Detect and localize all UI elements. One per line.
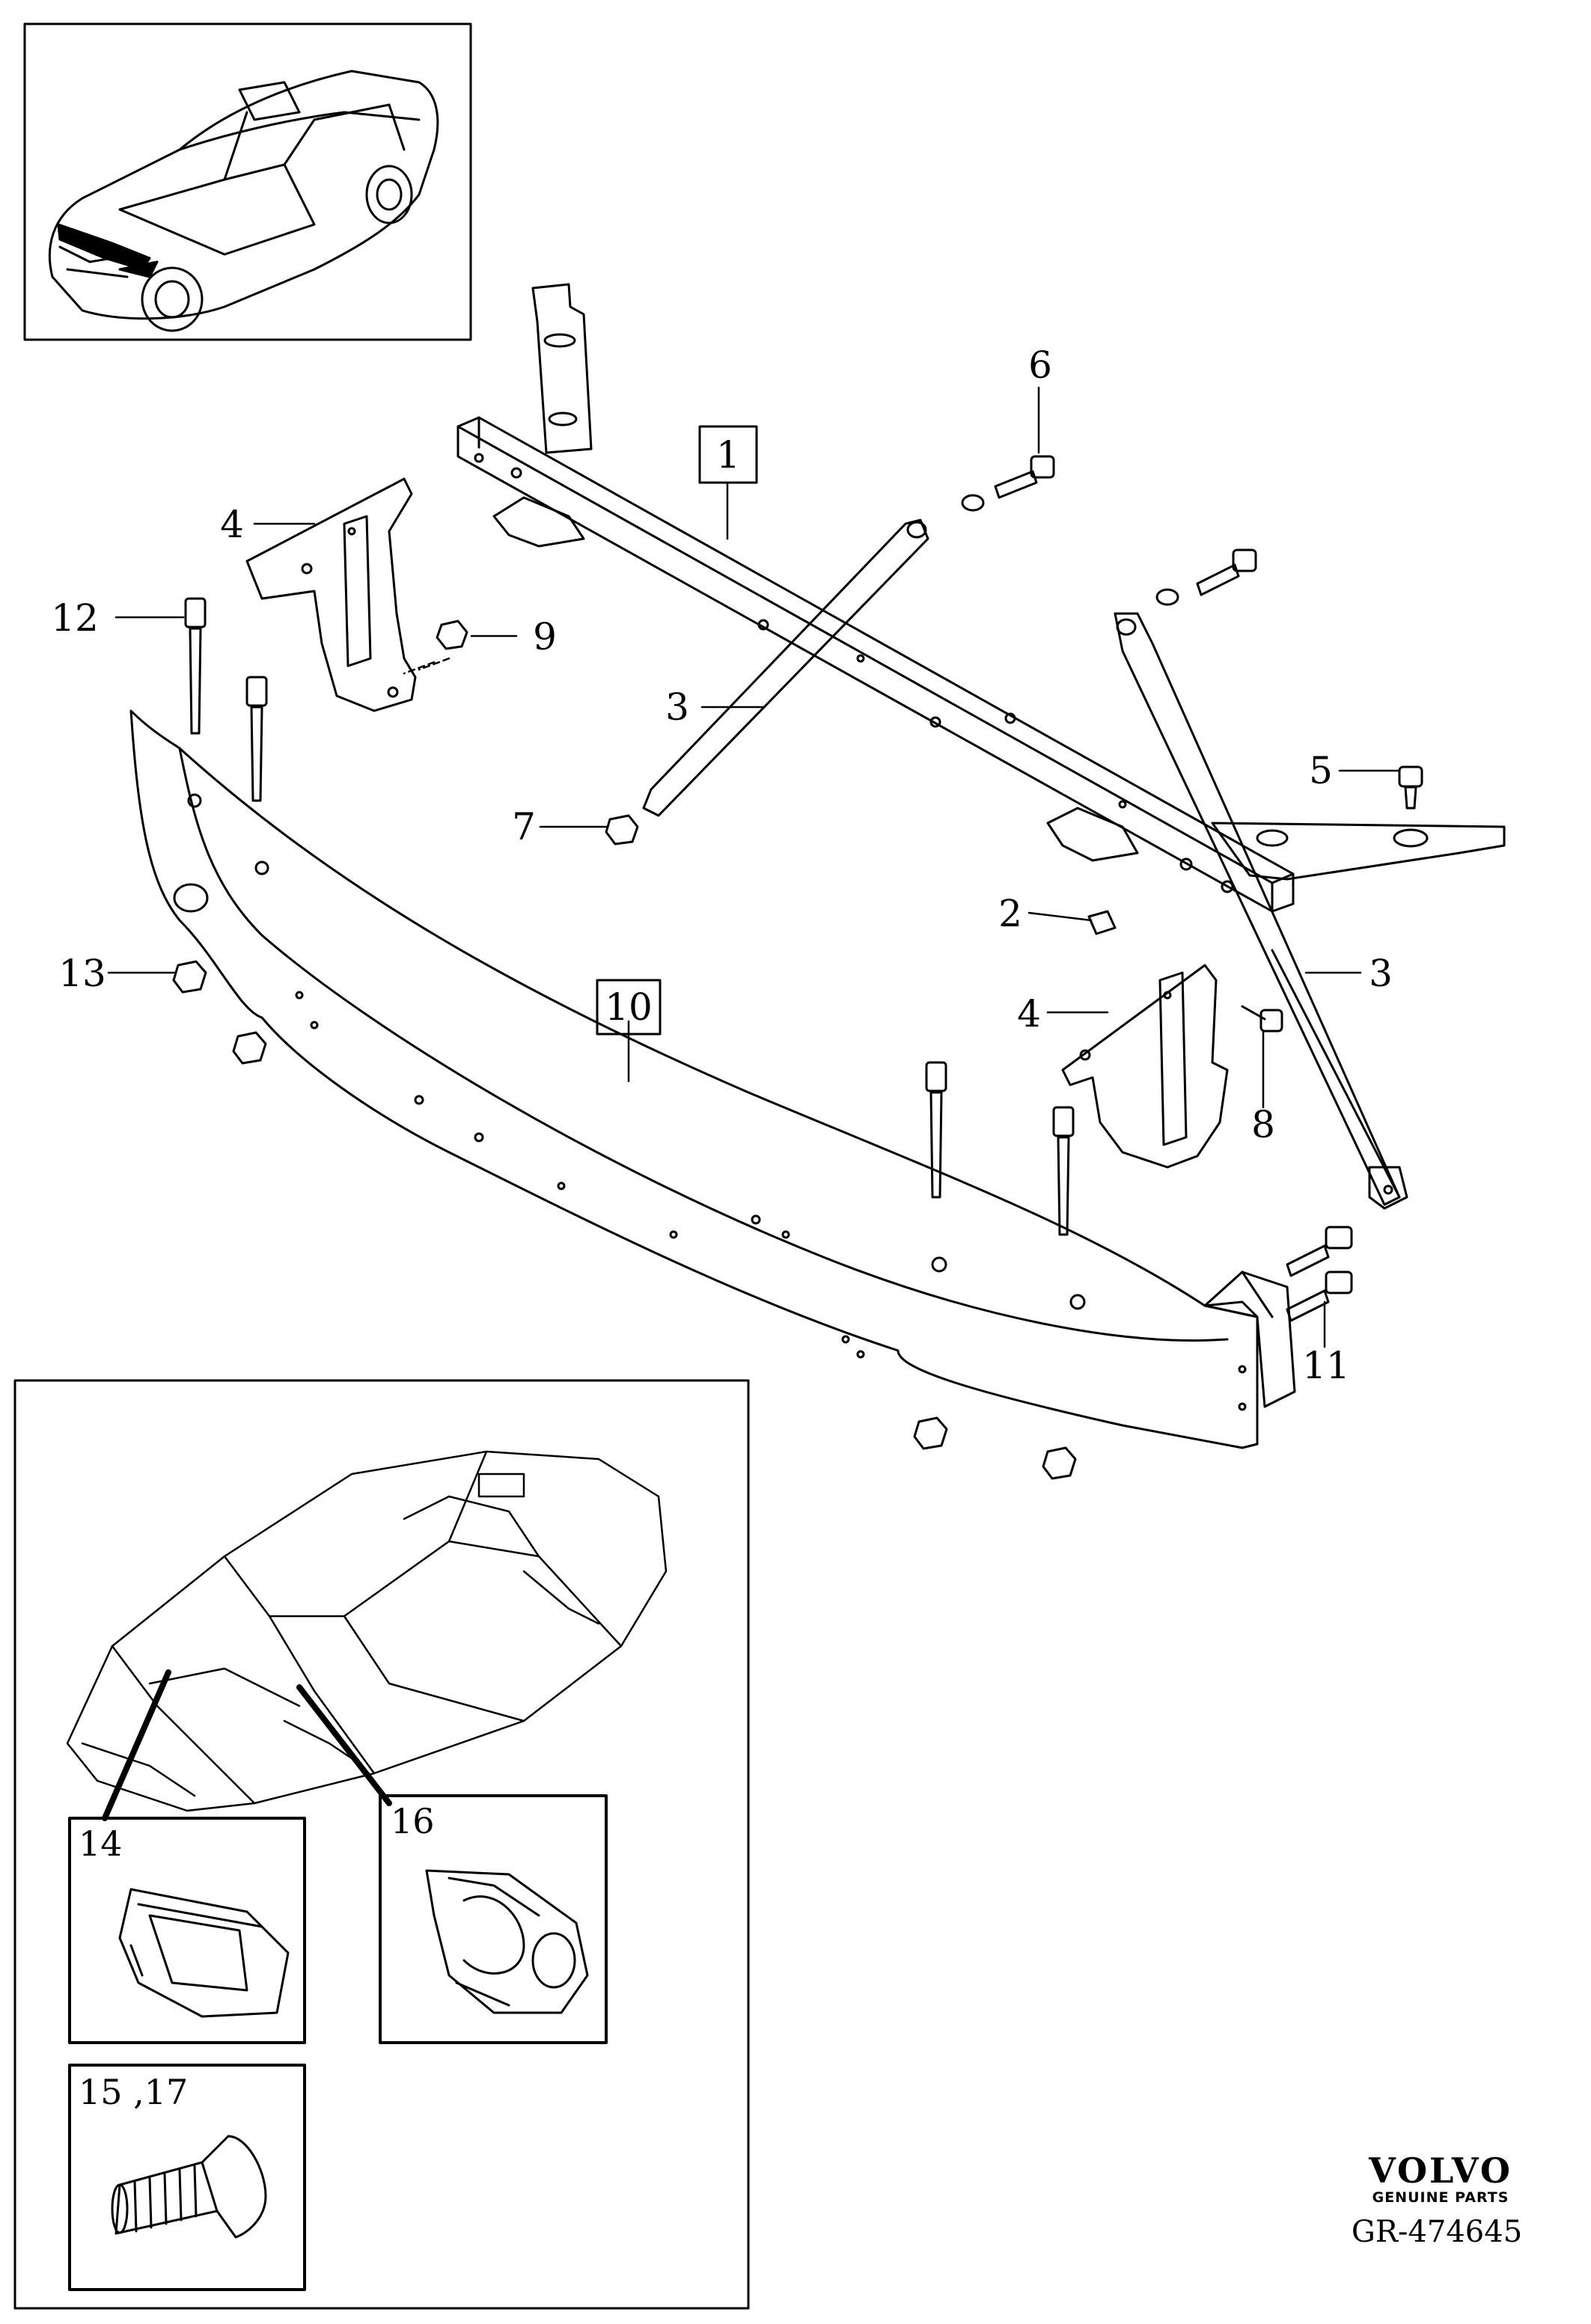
part-15-17-drawing xyxy=(111,2135,267,2239)
callout-6: 6 xyxy=(1028,343,1052,387)
bracket-left xyxy=(245,477,417,712)
body-in-white xyxy=(66,1450,668,1812)
callout-2: 2 xyxy=(998,892,1022,935)
callout-box-10 xyxy=(596,979,662,1036)
brand-subtitle: GENUINE PARTS xyxy=(1372,2189,1509,2206)
callout-4-right: 4 xyxy=(1017,992,1041,1036)
body-inset xyxy=(13,1379,750,2310)
inset-label-15-17: 15 ,17 xyxy=(79,2072,188,2112)
callout-10: 10 xyxy=(605,985,653,1029)
callout-12: 12 xyxy=(51,596,99,640)
inset-label-16: 16 xyxy=(391,1801,435,1841)
callout-4-left: 4 xyxy=(220,503,244,546)
callout-13: 13 xyxy=(58,952,106,995)
callout-box-1 xyxy=(698,425,758,484)
callout-3-left: 3 xyxy=(665,685,689,729)
sedan-overview xyxy=(48,70,439,332)
strut-right xyxy=(1114,612,1506,1210)
fasteners xyxy=(172,455,1423,1480)
callout-3-right: 3 xyxy=(1369,952,1393,995)
callout-7: 7 xyxy=(512,805,536,848)
brand-block: VOLVO GENUINE PARTS xyxy=(1355,2153,1527,2207)
upper-cross-member xyxy=(456,283,1295,913)
reference-code: GR-474645 xyxy=(1351,2215,1523,2249)
callout-5: 5 xyxy=(1309,749,1333,792)
part-16-drawing xyxy=(425,1869,589,2014)
callout-1: 1 xyxy=(716,433,740,477)
bracket-right xyxy=(1061,964,1229,1169)
callout-8: 8 xyxy=(1251,1103,1275,1146)
bumper-beam xyxy=(129,709,1296,1449)
highlighted-bumper-area xyxy=(57,223,151,271)
brand-logo-text: VOLVO xyxy=(1369,2150,1512,2191)
callout-9: 9 xyxy=(533,615,557,658)
leader-lines xyxy=(107,386,1399,1348)
part-14-drawing xyxy=(118,1888,290,2018)
strut-left xyxy=(642,519,929,817)
inset-label-14: 14 xyxy=(79,1823,123,1864)
vehicle-overview-inset xyxy=(23,22,472,341)
callout-11: 11 xyxy=(1302,1344,1350,1387)
